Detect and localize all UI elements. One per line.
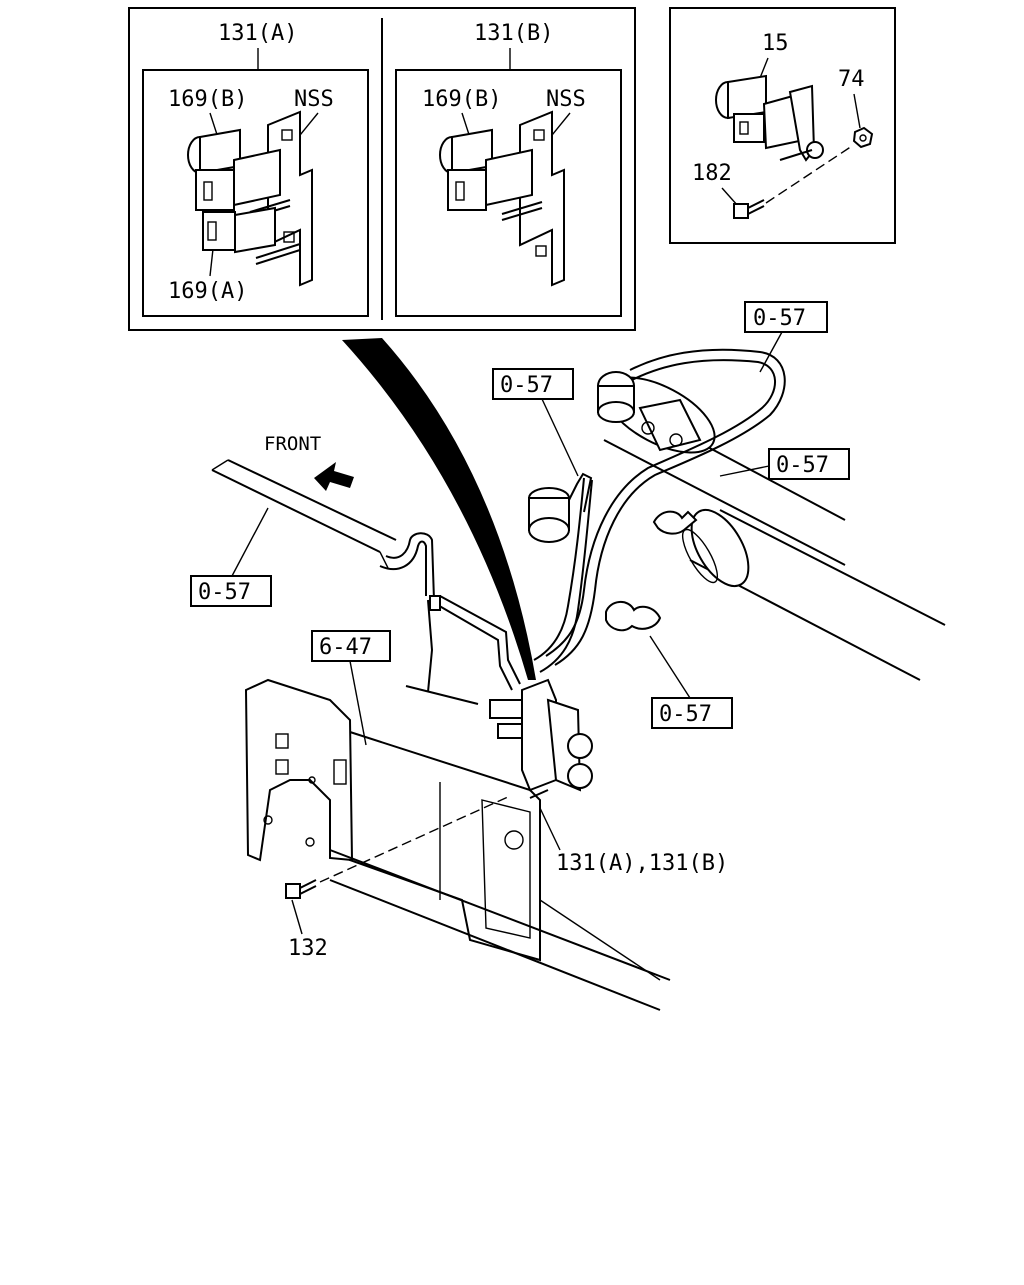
vacuum-tank [597,371,702,452]
side-panel [244,678,354,862]
inset-c-nut [852,126,874,149]
ref-box-right: 0-57 [719,448,850,480]
ref-right-top-text: 0-57 [753,306,806,331]
inset-a-solenoid-upper [187,128,291,219]
inset-b-label-nss: NSS [546,87,586,112]
frame-rail [211,459,397,569]
front-arrow-icon [314,462,354,491]
inset-a-solenoid-lower [202,206,301,265]
vacuum-hoses [379,348,786,705]
hose-clamp-lower [605,601,662,632]
ref-box-left: 0-57 [190,507,272,607]
inset-c-label-74: 74 [838,67,865,92]
ref-right-text: 0-57 [776,453,829,478]
inset-c-valve [715,74,824,162]
lower-frame [329,849,671,1011]
diaphragm-canister [528,472,593,543]
inset-b-title: 131(B) [474,21,553,46]
inset-a-title: 131(A) [218,21,297,46]
label-valves: 131(A),131(B) [556,851,728,876]
inset-a-label-169a: 169(A) [168,279,247,304]
mounting-bolt [285,795,511,899]
inset-b-solenoid [439,128,543,221]
inset-a-label-nss: NSS [294,87,334,112]
inset-a-label-169b: 169(B) [168,87,247,112]
main-assembly: FRONT [190,301,946,1011]
inset-b: 131(B) 169(B) NSS [395,21,622,317]
inset-a: 131(A) 169(B) NSS 169(A) [142,21,369,317]
front-label: FRONT [264,433,321,455]
ref-middle-text: 0-57 [500,373,553,398]
inset-c: 15 74 182 [669,7,896,244]
ref-bracket-text: 6-47 [319,635,372,660]
solenoid-valve-assembly [489,678,593,799]
inset-c-label-15: 15 [762,31,789,56]
ref-left-text: 0-57 [198,580,251,605]
ref-box-clip: 0-57 [649,635,733,729]
inset-c-bolt [733,145,853,219]
ref-box-right-top: 0-57 [744,301,828,373]
inset-c-label-182: 182 [692,161,732,186]
front-indicator: FRONT [264,433,354,491]
ref-box-bracket: 6-47 [311,630,391,746]
hose-clamp-upper [652,510,698,535]
label-bolt-132: 132 [288,936,328,961]
ref-clip-text: 0-57 [659,702,712,727]
inset-b-bracket [519,110,565,287]
inset-b-label-169b: 169(B) [422,87,501,112]
inset-ab: 131(A) 169(B) NSS 169(A) [128,7,636,331]
ref-box-middle: 0-57 [492,368,579,477]
